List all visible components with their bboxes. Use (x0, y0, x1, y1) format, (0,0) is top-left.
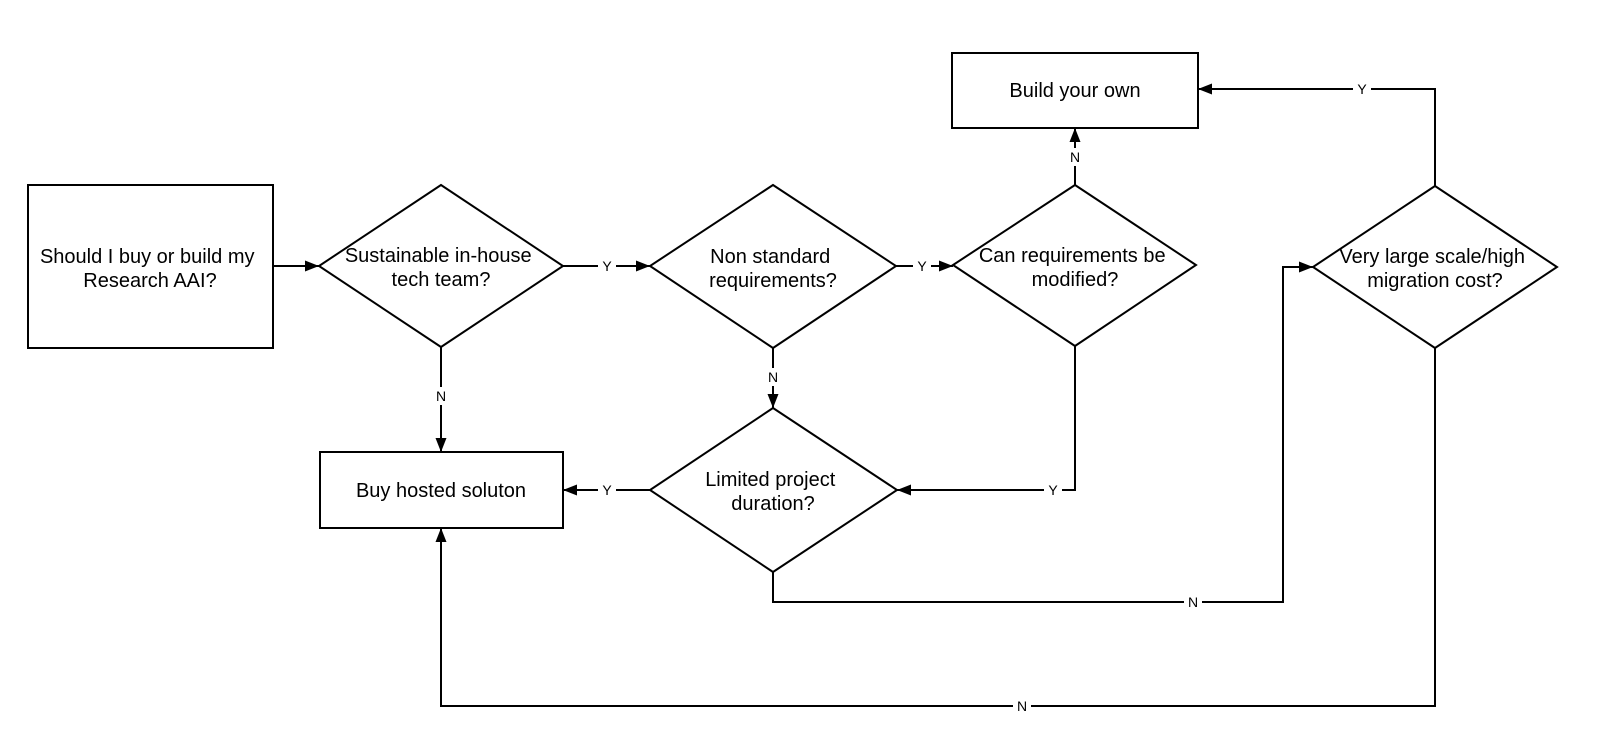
node-requirements-modified: Can requirements be modified? (951, 183, 1198, 348)
edge-label-bg (1013, 697, 1031, 715)
edge-label-text: N (1188, 594, 1198, 610)
edge-label-text: Y (917, 258, 927, 274)
edge-limited-duration-no-to-very-large-scale (772, 261, 1313, 603)
edge-label-requirements-modified-yes: Y (1044, 481, 1062, 499)
edge-label-bg (1044, 481, 1062, 499)
edge-very-large-scale-yes-to-build-your-own (1198, 83, 1436, 186)
node-very-large-scale-shape (1311, 184, 1559, 350)
edge-label-bg (1184, 593, 1202, 611)
node-buy-hosted-shape (319, 451, 564, 529)
edge-label-limited-duration-yes: Y (598, 481, 616, 499)
node-requirements-modified-shape (951, 183, 1198, 348)
edge-label-text: Y (602, 258, 612, 274)
node-very-large-scale: Very large scale/high migration cost? (1311, 184, 1559, 350)
node-very-large-scale-label: Very large scale/high migration cost? (1339, 246, 1530, 292)
node-sustainable-team-shape (317, 183, 565, 349)
node-limited-duration-label: Limited project duration? (705, 469, 841, 515)
edge-label-non-standard-no: N (764, 368, 782, 386)
node-non-standard: Non standard requirements? (648, 183, 898, 350)
node-build-your-own: Build your own (951, 52, 1199, 129)
edge-label-very-large-scale-no: N (1013, 697, 1031, 715)
node-buy-hosted-label: Buy hosted soluton (356, 480, 526, 502)
node-requirements-modified-label: Can requirements be modified? (979, 245, 1171, 291)
edge-label-requirements-modified-no: N (1066, 148, 1084, 166)
node-start-shape (27, 184, 274, 349)
edge-label-text: N (1017, 698, 1027, 714)
node-sustainable-team: Sustainable in-house tech team? (317, 183, 565, 349)
edge-label-text: Y (1048, 482, 1058, 498)
node-limited-duration-shape (648, 406, 899, 574)
edge-label-text: N (768, 369, 778, 385)
node-build-your-own-shape (951, 52, 1199, 129)
edge-label-bg (432, 387, 450, 405)
edge-label-bg (1066, 148, 1084, 166)
edge-label-text: Y (602, 482, 612, 498)
node-start: Should I buy or build my Research AAI? (27, 184, 274, 349)
node-start-label: Should I buy or build my Research AAI? (40, 246, 260, 292)
node-sustainable-team-label: Sustainable in-house tech team? (345, 245, 537, 291)
edge-label-bg (1353, 80, 1371, 98)
edge-label-bg (764, 368, 782, 386)
node-build-your-own-label: Build your own (1009, 80, 1140, 102)
edge-label-bg (598, 481, 616, 499)
edge-requirements-modified-yes-to-limited-duration (897, 346, 1076, 496)
edge-very-large-scale-no-to-buy-hosted (435, 348, 1436, 707)
node-non-standard-shape (648, 183, 898, 350)
edge-label-text: N (1070, 149, 1080, 165)
edge-label-sustainable-team-no: N (432, 387, 450, 405)
node-non-standard-label: Non standard requirements? (709, 246, 837, 292)
node-limited-duration: Limited project duration? (648, 406, 899, 574)
edge-label-non-standard-yes: Y (913, 257, 931, 275)
edge-label-sustainable-team-yes: Y (598, 257, 616, 275)
node-buy-hosted: Buy hosted soluton (319, 451, 564, 529)
edge-label-very-large-scale-yes: Y (1353, 80, 1371, 98)
edge-label-limited-duration-no: N (1184, 593, 1202, 611)
edge-label-text: N (436, 388, 446, 404)
edge-label-text: Y (1357, 81, 1367, 97)
edge-label-bg (913, 257, 931, 275)
edge-label-bg (598, 257, 616, 275)
